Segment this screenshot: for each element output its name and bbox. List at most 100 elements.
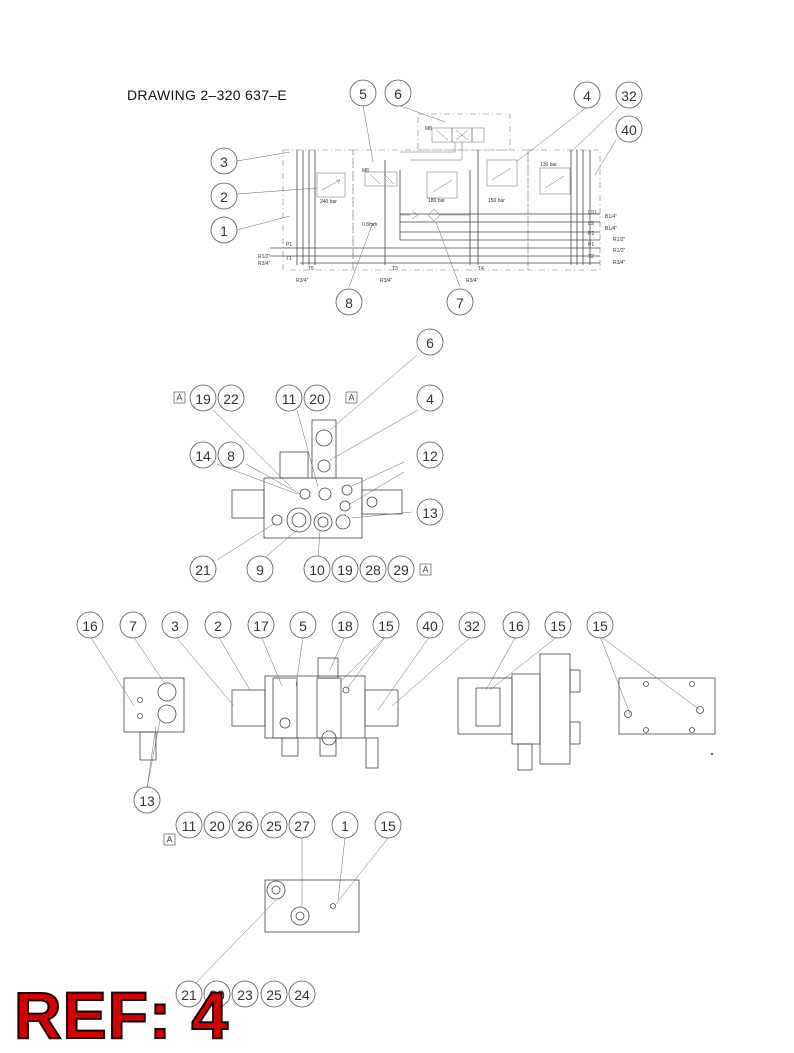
callout-view-side-17: 17: [247, 611, 275, 639]
svg-text:11: 11: [282, 391, 297, 407]
label-b14-a: B1/4": [605, 214, 617, 220]
svg-text:13: 13: [422, 505, 438, 521]
svg-text:12: 12: [422, 448, 438, 464]
callout-view-top-19: 19: [331, 555, 359, 583]
label-r12-right-a: R1/2": [613, 237, 626, 243]
callout-view-top-4: 4: [416, 384, 444, 412]
callout-view-side-18: 18: [331, 611, 359, 639]
svg-text:15: 15: [592, 618, 608, 634]
svg-text:2: 2: [220, 189, 228, 205]
callout-view-bottom-21: 21: [175, 980, 203, 1008]
callout-view-bottom-1: 1: [331, 811, 359, 839]
svg-text:19: 19: [337, 562, 353, 578]
label-t5: T5: [308, 266, 314, 272]
svg-text:4: 4: [426, 391, 434, 407]
callout-schematic-6: 6: [384, 79, 412, 107]
label-r12-left: R1/2": [258, 254, 271, 260]
reference-label: REF: 4: [13, 978, 230, 1052]
label-m8-a: M8: [362, 168, 369, 174]
callout-view-side-15: 15: [586, 611, 614, 639]
svg-text:28: 28: [365, 562, 381, 578]
label-t2: T2: [588, 254, 594, 260]
callout-view-top-20: 20: [303, 384, 331, 412]
callout-view-bottom-24: 24: [288, 980, 316, 1008]
label-p1-left: P1: [286, 242, 292, 248]
label-150-bar: 150 bar: [488, 198, 505, 204]
svg-text:32: 32: [464, 618, 480, 634]
svg-text:23: 23: [237, 987, 253, 1003]
label-180-bar: 180 bar: [428, 198, 445, 204]
directional-valve-center: [364, 171, 398, 187]
svg-text:7: 7: [129, 618, 137, 634]
svg-text:26: 26: [237, 818, 253, 834]
svg-text:5: 5: [299, 618, 307, 634]
callout-view-side-3: 3: [161, 611, 189, 639]
callout-view-bottom-25: 25: [260, 811, 288, 839]
svg-text:A: A: [348, 393, 354, 403]
callout-view-top-9: 9: [246, 555, 274, 583]
svg-text:8: 8: [345, 295, 353, 311]
label-t3: T3: [392, 266, 398, 272]
callout-view-side-40: 40: [416, 611, 444, 639]
svg-text:29: 29: [393, 562, 409, 578]
label-b14-b: B1/4": [605, 226, 617, 232]
label-ls: LS: [588, 221, 595, 227]
svg-text:6: 6: [394, 86, 402, 102]
svg-text:16: 16: [82, 618, 98, 634]
svg-text:4: 4: [583, 88, 591, 104]
svg-text:10: 10: [309, 562, 325, 578]
callout-view-bottom-15: 15: [374, 811, 402, 839]
callout-view-top-11: 11: [275, 384, 303, 412]
svg-text:20: 20: [209, 818, 225, 834]
svg-text:20: 20: [209, 987, 225, 1003]
callout-view-top-13: 13: [416, 498, 444, 526]
svg-text:9: 9: [256, 562, 264, 578]
label-r34-t3: R3/4": [380, 278, 393, 284]
svg-text:6: 6: [426, 335, 434, 351]
manifold-bottom-body: [264, 879, 360, 933]
label-t4: T4: [478, 266, 484, 272]
callout-view-top-29: 29: [387, 555, 415, 583]
drawing-title: DRAWING 2–320 637–E: [127, 87, 288, 103]
svg-text:19: 19: [195, 391, 211, 407]
bottom-view: [188, 837, 389, 991]
svg-text:17: 17: [253, 618, 269, 634]
solenoid-left: [231, 489, 265, 519]
callout-view-bottom-20: 20: [203, 980, 231, 1008]
svg-text:16: 16: [508, 618, 524, 634]
svg-text:25: 25: [266, 987, 282, 1003]
label-m8-b: M8: [425, 126, 432, 132]
callout-view-top-14: 14: [189, 441, 217, 469]
label-r34-left: R3/4": [258, 261, 271, 267]
callout-view-bottom-23: 23: [231, 980, 259, 1008]
label-orifice: 0.8mm: [362, 222, 377, 228]
callout-view-top-19: 19: [189, 384, 217, 412]
label-t1-left: T1: [286, 256, 292, 262]
label-p2: P2: [588, 231, 594, 237]
block-outline-left: [282, 149, 354, 271]
callout-view-side-32: 32: [458, 611, 486, 639]
callout-view-side-16: 16: [76, 611, 104, 639]
callout-schematic-7: 7: [446, 288, 474, 316]
svg-text:1: 1: [220, 223, 228, 239]
svg-text:40: 40: [621, 122, 637, 138]
svg-text:22: 22: [223, 391, 239, 407]
svg-text:A: A: [422, 565, 428, 575]
callout-view-side-15: 15: [544, 611, 572, 639]
callout-view-top-12: 12: [416, 441, 444, 469]
label-r34-t5: R3/4": [296, 278, 309, 284]
callout-schematic-8: 8: [335, 288, 363, 316]
label-ls1: LS1: [588, 210, 597, 216]
solenoid-right: [361, 489, 403, 515]
svg-text:24: 24: [294, 987, 310, 1003]
callout-view-bottom-11: 11: [175, 811, 203, 839]
svg-text:15: 15: [550, 618, 566, 634]
callout-view-top-8: 8: [217, 441, 245, 469]
callout-view-side-15: 15: [372, 611, 400, 639]
svg-text:15: 15: [378, 618, 394, 634]
svg-text:5: 5: [359, 86, 367, 102]
label-p1-right: P1: [588, 242, 594, 248]
svg-text:20: 20: [309, 391, 325, 407]
solenoid-valve-outline: [417, 113, 511, 151]
